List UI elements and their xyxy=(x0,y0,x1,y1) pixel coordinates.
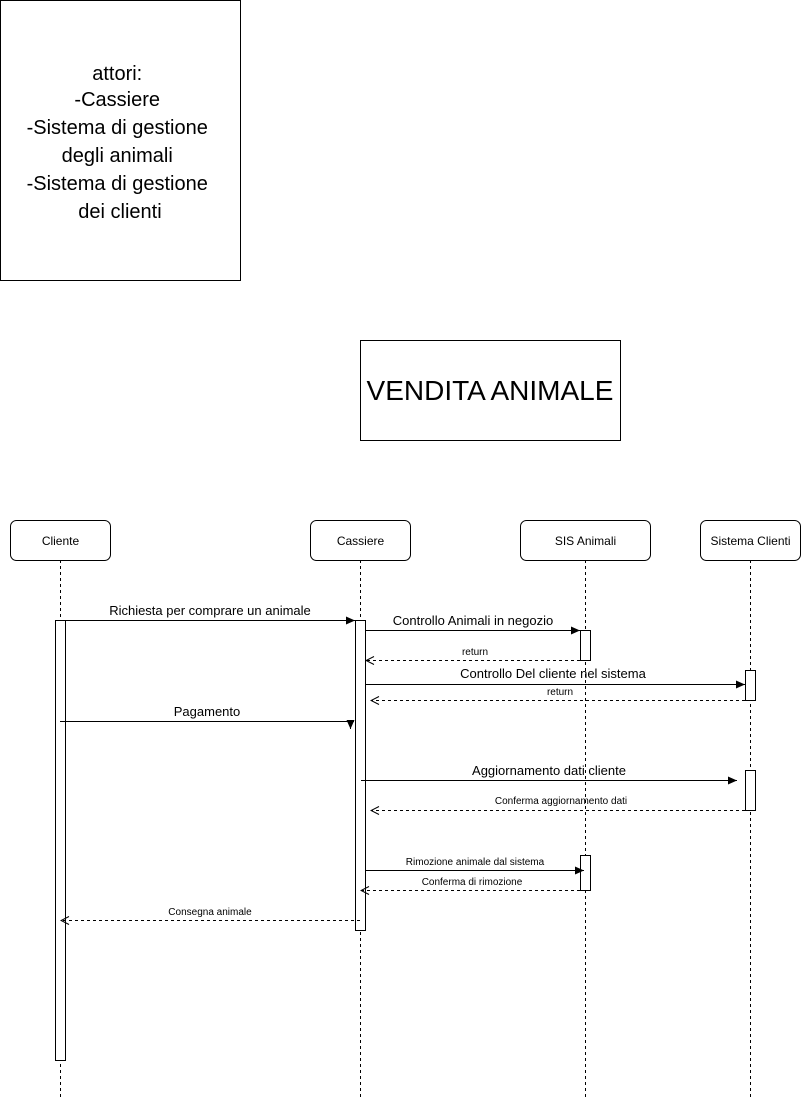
message-consegna: Consegna animale xyxy=(61,907,360,921)
actors-note-line: degli animali xyxy=(62,145,173,167)
lifeline-head-cliente: Cliente xyxy=(10,520,111,561)
lifeline-head-sis-animali: SIS Animali xyxy=(520,520,651,561)
actors-note-line: -Cassiere xyxy=(74,89,160,111)
lifeline-head-box xyxy=(310,520,411,561)
actors-note-line: dei clienti xyxy=(78,201,161,223)
message-label: Consegna animale xyxy=(168,907,252,918)
activation-bar-sistema-clienti xyxy=(745,670,756,701)
message-label: Conferma di rimozione xyxy=(422,877,523,888)
message-pagamento: Pagamento xyxy=(60,704,355,729)
title-box xyxy=(360,340,621,441)
message-richiesta: Richiesta per comprare un animale xyxy=(65,603,355,625)
lifeline-head-cassiere: Cassiere xyxy=(310,520,411,561)
message-return-animali: return xyxy=(366,647,580,661)
activation-bar-sis-animali xyxy=(580,630,591,661)
message-label: Pagamento xyxy=(174,704,241,719)
actors-note-line: -Sistema di gestione xyxy=(27,173,208,195)
title-text: VENDITA ANIMALE xyxy=(367,375,614,406)
message-label: return xyxy=(462,647,488,658)
lifeline-head-label: Cassiere xyxy=(337,534,385,548)
message-controllo-animali: Controllo Animali in negozio xyxy=(366,613,580,635)
message-label: Aggiornamento dati cliente xyxy=(472,763,626,778)
lifeline-head-box xyxy=(10,520,111,561)
message-rimozione: Rimozione animale dal sistema xyxy=(366,857,584,875)
actors-note-line: -Sistema di gestione xyxy=(27,117,208,139)
message-label: Richiesta per comprare un animale xyxy=(109,603,311,618)
message-return-clienti: return xyxy=(371,687,745,701)
lifeline-head-label: Sistema Clienti xyxy=(710,534,790,548)
activation-bar-sis-animali xyxy=(580,855,591,891)
message-conferma-rimozione: Conferma di rimozione xyxy=(361,877,580,891)
message-label: Conferma aggiornamento dati xyxy=(495,796,627,807)
message-aggiornamento: Aggiornamento dati cliente xyxy=(361,763,737,785)
lifeline-head-box xyxy=(520,520,651,561)
message-conferma-aggiornamento: Conferma aggiornamento dati xyxy=(371,796,745,811)
message-label: return xyxy=(547,687,573,698)
message-label: Rimozione animale dal sistema xyxy=(406,857,545,868)
message-label: Controllo Del cliente nel sistema xyxy=(460,666,646,681)
actors-note-line: attori: xyxy=(92,63,142,85)
actors-note: attori: -Cassiere -Sistema di gestione d… xyxy=(0,0,241,281)
lifeline-head-label: Cliente xyxy=(42,534,80,548)
lifeline-head-sistema-clienti: Sistema Clienti xyxy=(700,520,801,561)
actors-note-box xyxy=(0,0,241,281)
message-label: Controllo Animali in negozio xyxy=(393,613,553,628)
activation-bar-cassiere xyxy=(355,620,366,931)
svg-text:attori: -Cassiere: attori: -Cassiere -Sistema di gestione d… xyxy=(27,63,214,223)
lifeline-head-label: SIS Animali xyxy=(555,534,616,548)
message-controllo-cliente: Controllo Del cliente nel sistema xyxy=(366,666,745,689)
activation-bar-cliente xyxy=(55,620,66,1061)
diagram-title: VENDITA ANIMALE xyxy=(360,340,621,441)
activation-bar-sistema-clienti xyxy=(745,770,756,811)
